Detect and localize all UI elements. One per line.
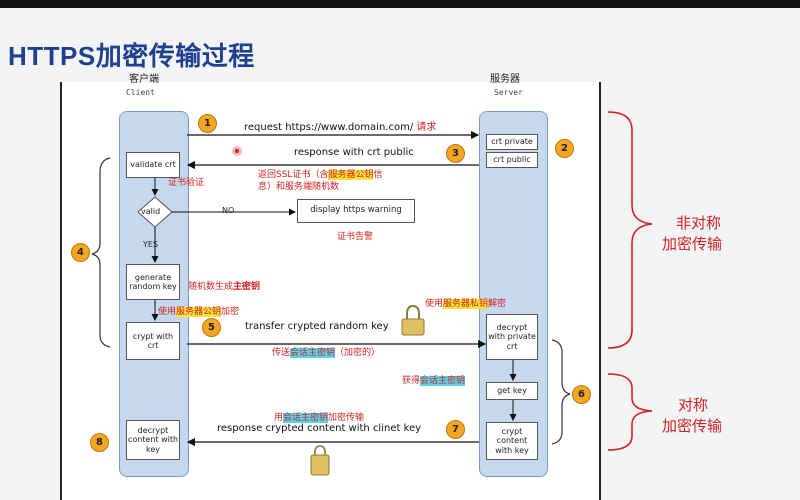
ssl-cert-note-line1: 返回SSL证书（含服务器公钥信 <box>258 170 383 180</box>
symmetric-label-line2: 加密传输 <box>662 417 723 435</box>
top-bar <box>0 0 800 8</box>
use-private-key-note: 使用服务器私钥解密 <box>425 299 507 309</box>
step-6-badge: 6 <box>572 385 591 404</box>
transfer-session-key-note: 传送会话主密钥（加密的） <box>272 348 381 358</box>
transfer-key-message: transfer crypted random key <box>245 321 389 332</box>
session-key-transfer-note: 用会话主密钥加密传输 <box>274 413 365 423</box>
get-session-key-note: 获得会话主密钥 <box>402 376 466 386</box>
red-brace-asymmetric <box>607 111 653 349</box>
gen-key-note: 随机数生成主密钥 <box>188 282 261 292</box>
request-message: request https://www.domain.com/ 请求 <box>244 118 436 133</box>
crt-private-box: crt private <box>486 134 538 150</box>
server-header-cn: 服务器 <box>490 74 520 85</box>
symmetric-label-line1: 对称 <box>678 396 709 414</box>
client-header-en: Client <box>126 88 155 97</box>
step-2-badge: 2 <box>555 139 574 158</box>
step-1-badge: 1 <box>198 114 217 133</box>
slide-left-edge <box>60 82 62 500</box>
step-4-badge: 4 <box>71 243 90 262</box>
validate-crt-box: validate crt <box>126 152 180 178</box>
decrypt-content-box: decrypt content with key <box>126 420 180 460</box>
request-cn: 请求 <box>416 122 437 133</box>
request-url: request https://www.domain.com/ <box>244 122 414 133</box>
lock-icon-transfer <box>401 304 425 336</box>
slide-right-edge <box>599 82 601 500</box>
use-public-key-note: 使用服务器公钥加密 <box>158 307 240 317</box>
response-content-message: response crypted content with clinet key <box>217 423 422 434</box>
step-3-badge: 3 <box>446 144 465 163</box>
asymmetric-label-line1: 非对称 <box>676 214 722 232</box>
yes-label: YES <box>143 240 159 249</box>
crypt-content-server-box: crypt content with key <box>486 422 538 460</box>
left-brace <box>91 157 111 348</box>
client-header-cn: 客户端 <box>129 74 159 85</box>
response-crt-message: response with crt public <box>294 147 414 158</box>
decrypt-private-crt-box: decrypt with private crt <box>486 314 538 360</box>
step-8-badge: 8 <box>90 433 109 452</box>
get-key-box: get key <box>486 382 538 400</box>
step-5-badge: 5 <box>202 318 221 337</box>
crt-public-box: crt public <box>486 152 538 168</box>
step-7-badge: 7 <box>446 420 465 439</box>
cert-warning-label: 证书告警 <box>337 232 374 242</box>
ssl-cert-note-line2: 息）和服务端随机数 <box>258 182 340 192</box>
server-header-en: Server <box>494 88 523 97</box>
page-title: HTTPS加密传输过程 <box>8 41 255 71</box>
lock-icon-response <box>310 445 330 476</box>
generate-random-key-box: generate random key <box>126 264 180 300</box>
display-https-warning-box: display https warning <box>297 199 415 223</box>
crypt-with-crt-box: crypt with crt <box>126 322 180 360</box>
valid-label: valid <box>141 207 161 216</box>
red-brace-symmetric <box>607 373 653 451</box>
right-brace <box>551 339 571 445</box>
cert-verify-label: 证书验证 <box>168 178 205 188</box>
asymmetric-label-line2: 加密传输 <box>662 235 723 253</box>
no-label: NO <box>222 206 235 215</box>
